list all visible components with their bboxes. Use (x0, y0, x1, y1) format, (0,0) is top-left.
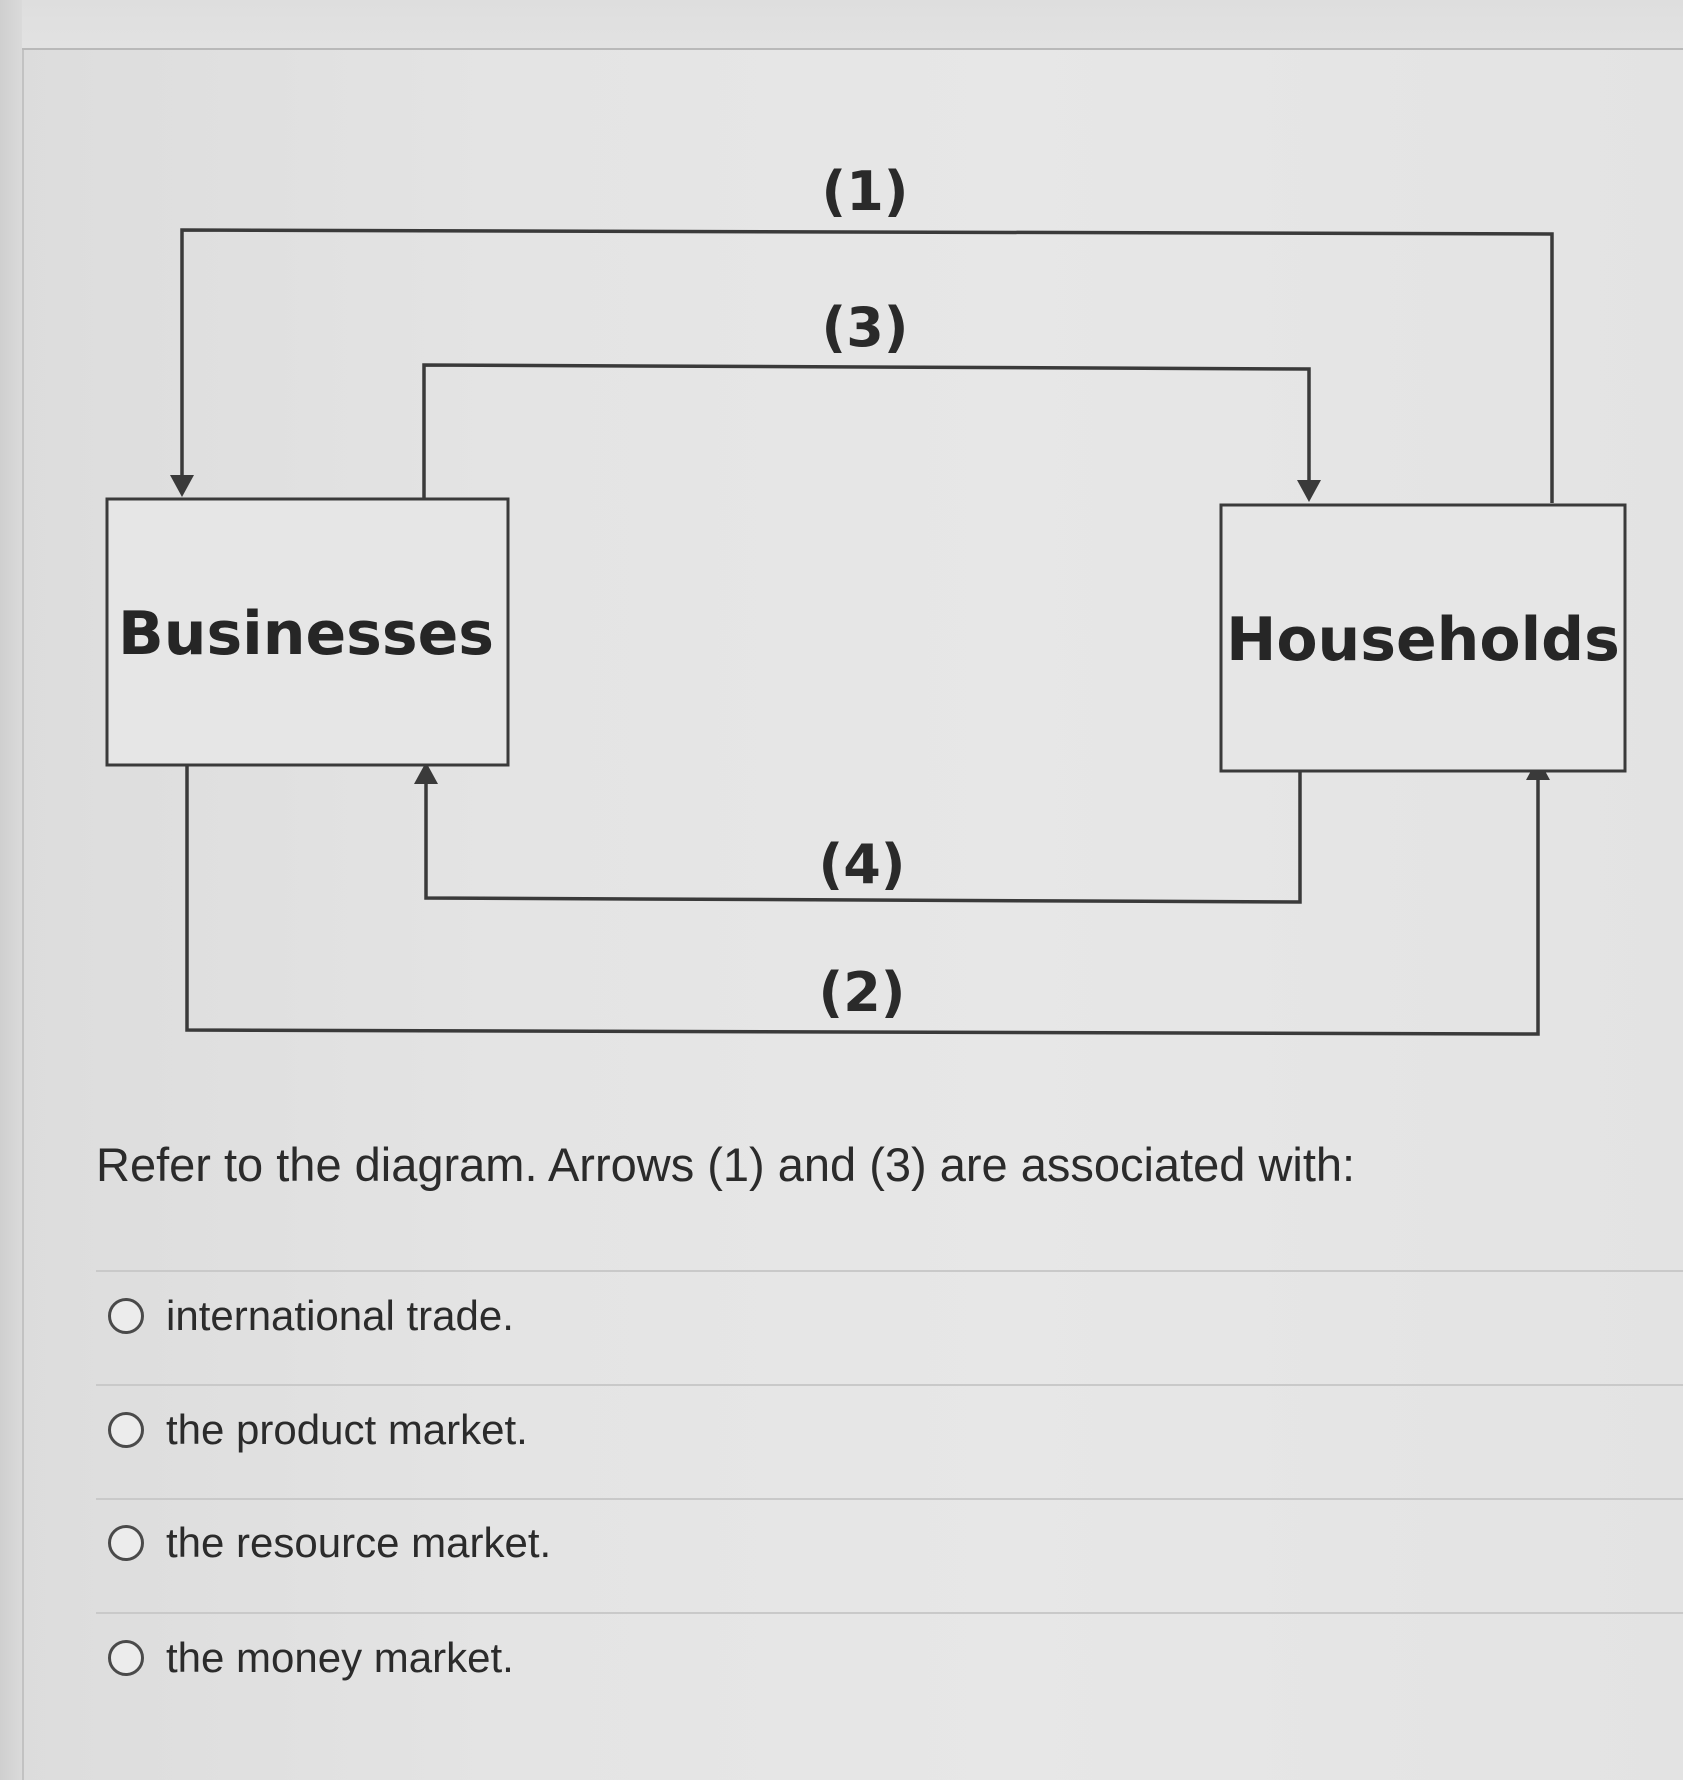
divider (96, 1270, 1683, 1272)
arrow-2-label: (2) (819, 961, 906, 1024)
arrow-3-label: (3) (822, 296, 909, 359)
circular-flow-diagram: Businesses Households (1) (3) (4) (2) (105, 160, 1627, 1036)
radio-button[interactable] (108, 1412, 144, 1448)
arrow-4-head (414, 762, 438, 784)
top-bar (22, 0, 1683, 50)
question-prompt: Refer to the diagram. Arrows (1) and (3)… (96, 1138, 1356, 1191)
flow-arrow-3 (422, 363, 1311, 499)
households-box (1219, 503, 1627, 773)
arrow-1-label: (1) (822, 160, 909, 223)
question-panel: Businesses Households (1) (3) (4) (2) Re… (22, 50, 1683, 1780)
answer-option-label: the product market. (166, 1406, 528, 1453)
answer-option-product-market[interactable]: the product market. (108, 1400, 528, 1460)
arrow-4-label: (4) (819, 833, 906, 896)
answer-option-label: the resource market. (166, 1519, 552, 1566)
answer-option-international-trade[interactable]: international trade. (108, 1286, 514, 1346)
households-label: Households (1226, 605, 1620, 675)
answer-option-label: international trade. (166, 1292, 514, 1339)
businesses-label: Businesses (118, 599, 494, 669)
flow-arrow-2 (185, 764, 1540, 1036)
businesses-box (105, 497, 510, 767)
answer-option-resource-market[interactable]: the resource market. (108, 1513, 551, 1573)
radio-button[interactable] (108, 1525, 144, 1561)
answer-option-label: the money market. (166, 1634, 514, 1681)
radio-button[interactable] (108, 1640, 144, 1676)
arrow-3-head (1297, 480, 1321, 502)
divider (96, 1498, 1683, 1500)
answer-option-money-market[interactable]: the money market. (108, 1628, 514, 1688)
flow-arrow-4 (424, 770, 1302, 904)
left-rail (0, 0, 24, 1780)
radio-button[interactable] (108, 1298, 144, 1334)
divider (96, 1384, 1683, 1386)
divider (96, 1612, 1683, 1614)
flow-arrow-1 (180, 228, 1554, 503)
arrow-1-head (170, 475, 194, 497)
